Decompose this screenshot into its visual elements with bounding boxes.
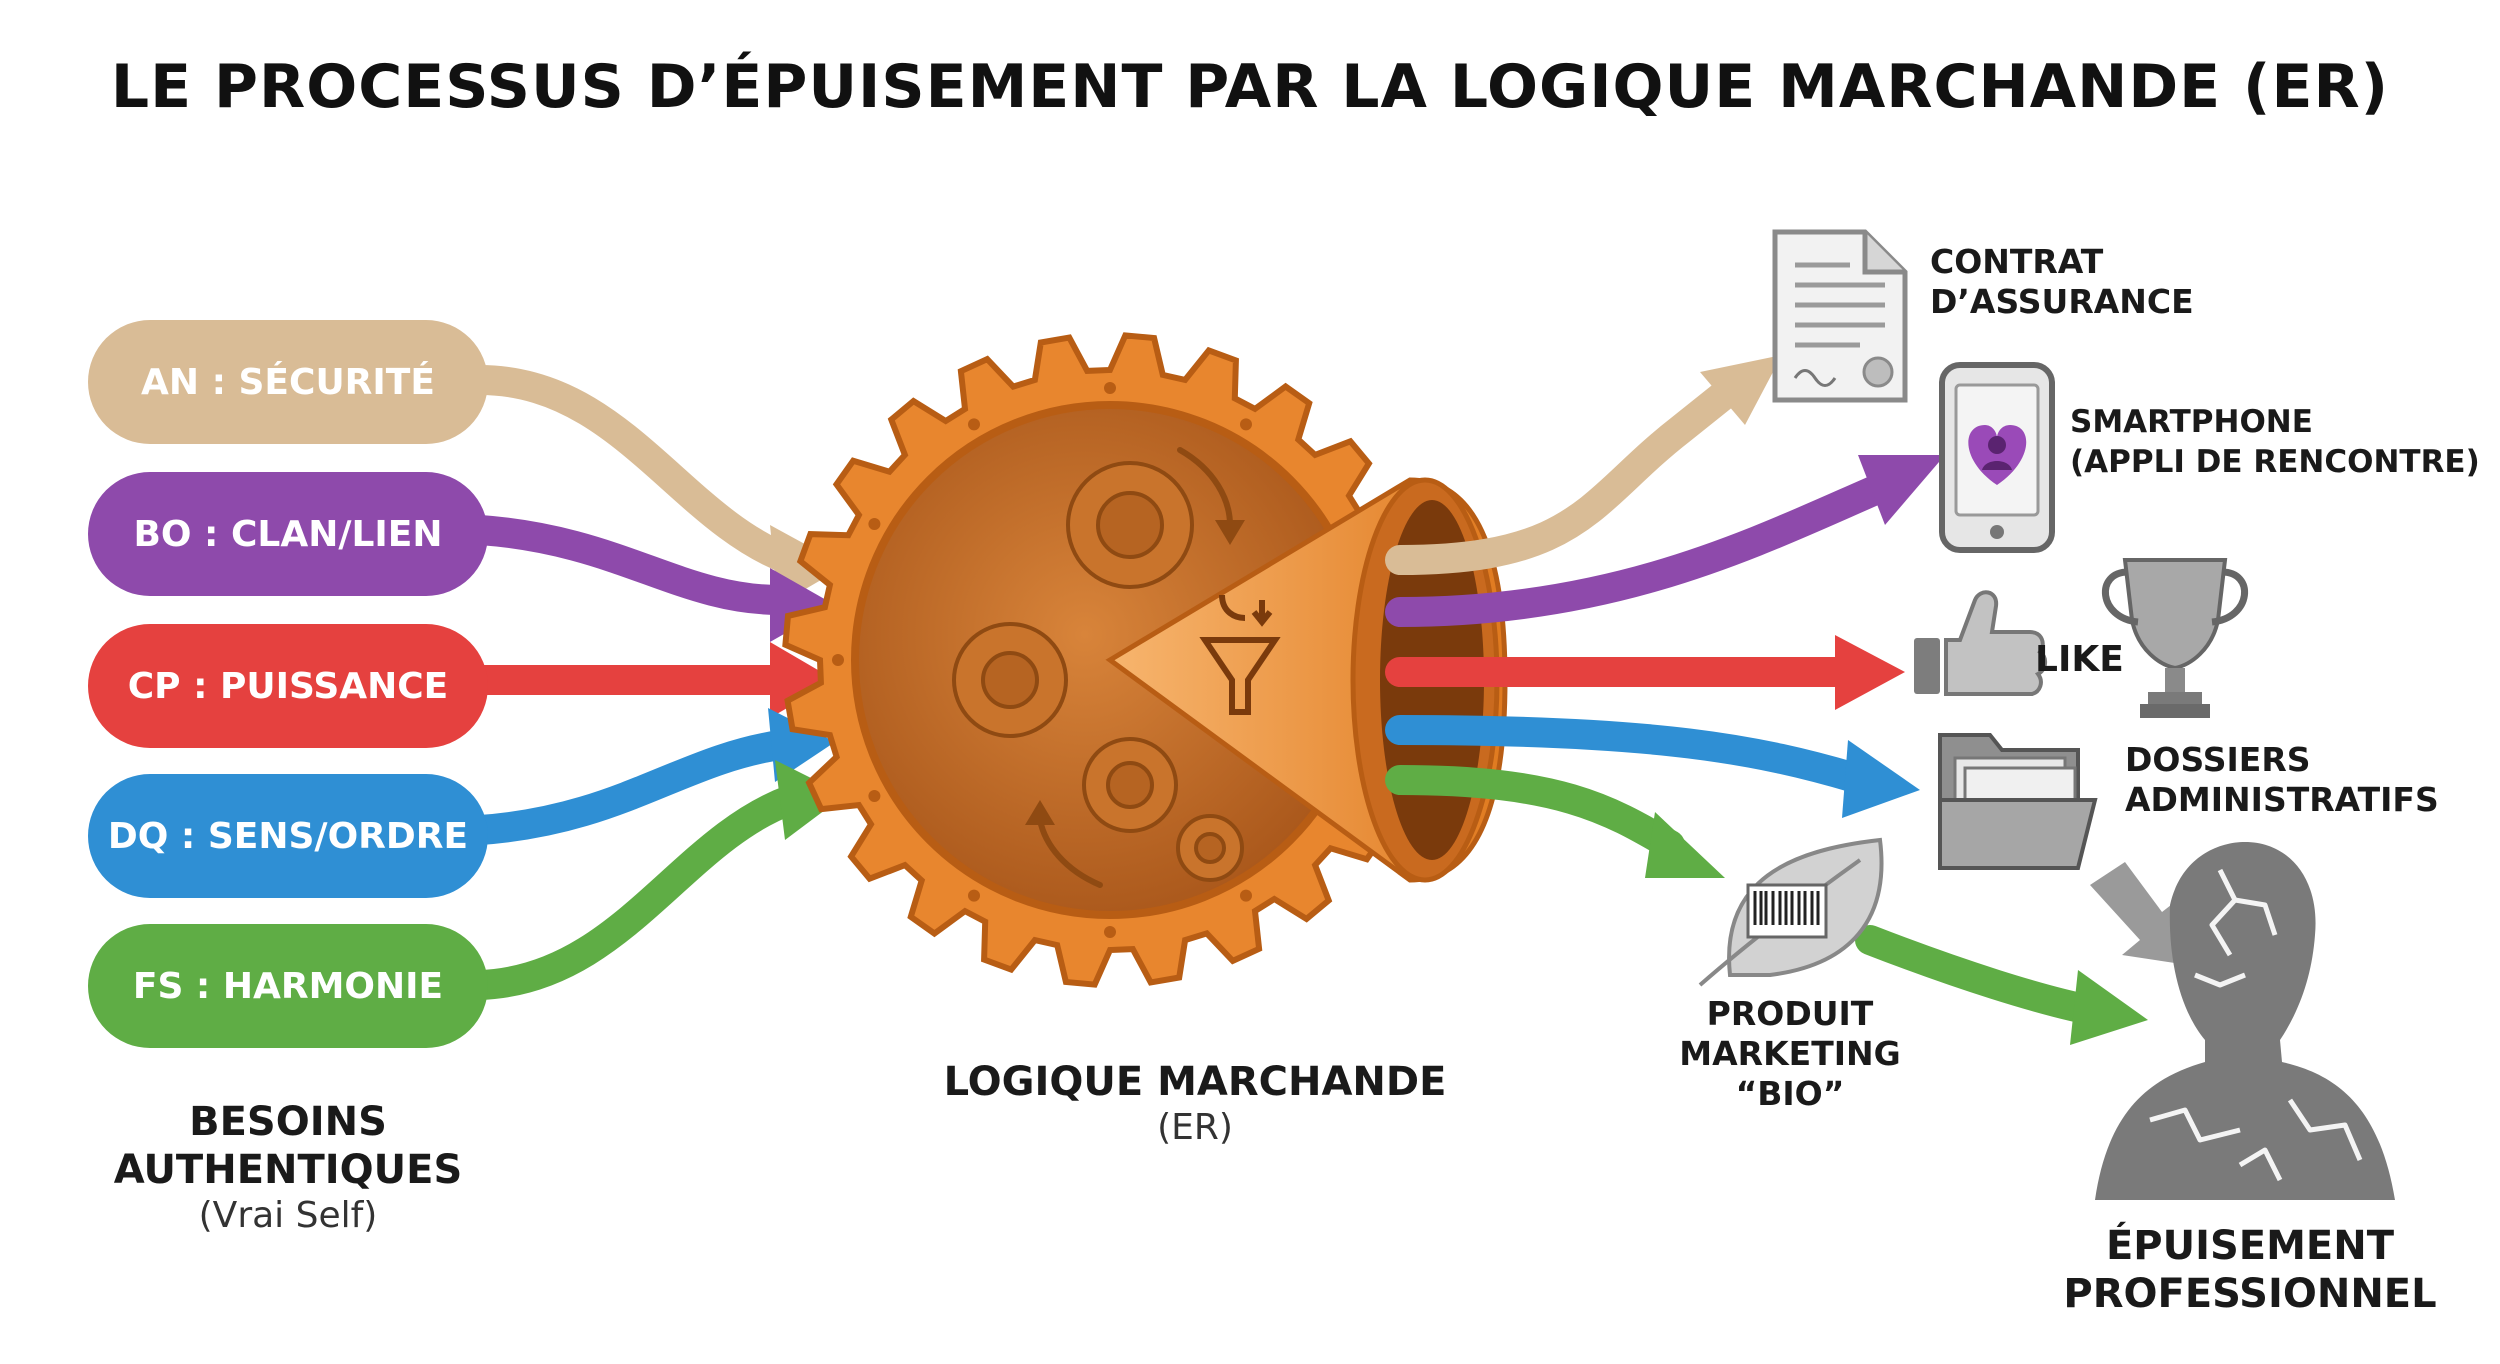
need-label: AN : SÉCURITÉ (141, 362, 435, 403)
input-arrows (480, 380, 845, 985)
out-cp-head (1835, 635, 1905, 710)
need-pill-cp: CP : PUISSANCE (88, 624, 488, 748)
need-label: BO : CLAN/LIEN (133, 514, 442, 555)
contract-label: CONTRAT D’ASSURANCE (1930, 242, 2194, 322)
need-pill-an: AN : SÉCURITÉ (88, 320, 488, 444)
thumbs-up-icon (1914, 592, 2045, 694)
gear-screw (1240, 890, 1252, 902)
gear-screw (1104, 926, 1116, 938)
product-line2: MARKETING (1660, 1034, 1920, 1074)
left-caption-line1: BESOINS (88, 1098, 488, 1146)
center-caption-line2: (ER) (880, 1106, 1510, 1150)
gear-screw (968, 418, 980, 430)
out-fs-head (1645, 812, 1725, 878)
need-label: CP : PUISSANCE (128, 666, 449, 707)
smartphone-line2: (APPLI DE RENCONTRE) (2070, 442, 2480, 482)
product-line3: “BIO” (1660, 1074, 1920, 1114)
out-fs-2-head (2070, 970, 2148, 1045)
smartphone-line1: SMARTPHONE (2070, 402, 2480, 442)
like-text: LIKE (2035, 640, 2124, 680)
out-dq-head (1842, 740, 1920, 818)
gear-screw (968, 890, 980, 902)
need-label: DQ : SENS/ORDRE (108, 816, 468, 857)
trophy-icon (2105, 560, 2244, 718)
need-pill-bo: BO : CLAN/LIEN (88, 472, 488, 596)
product-line1: PRODUIT (1660, 994, 1920, 1034)
gear-screw (1240, 418, 1252, 430)
center-caption-line1: LOGIQUE MARCHANDE (880, 1058, 1510, 1106)
folders-line1: DOSSIERS (2125, 740, 2439, 780)
gear-screw (868, 518, 880, 530)
contract-line1: CONTRAT (1930, 242, 2194, 282)
need-pill-fs: FS : HARMONIE (88, 924, 488, 1048)
contract-line2: D’ASSURANCE (1930, 282, 2194, 322)
smartphone-label: SMARTPHONE (APPLI DE RENCONTRE) (2070, 402, 2480, 482)
like-label: LIKE (2035, 640, 2124, 680)
need-label: FS : HARMONIE (133, 966, 443, 1007)
folders-label: DOSSIERS ADMINISTRATIFS (2125, 740, 2439, 820)
gear-screw (1104, 382, 1116, 394)
left-caption-line2: AUTHENTIQUES (88, 1146, 488, 1194)
left-caption-line3: (Vrai Self) (88, 1194, 488, 1238)
gear-screw (832, 654, 844, 666)
need-pill-dq: DQ : SENS/ORDRE (88, 774, 488, 898)
leaf-barcode-icon (1700, 840, 1882, 985)
center-caption: LOGIQUE MARCHANDE (ER) (880, 1058, 1510, 1150)
burnout-line1: ÉPUISEMENT (2030, 1222, 2470, 1270)
document-icon (1775, 232, 1905, 400)
smartphone-icon (1942, 365, 2052, 550)
left-caption: BESOINS AUTHENTIQUES (Vrai Self) (88, 1098, 488, 1238)
burnout-caption: ÉPUISEMENT PROFESSIONNEL (2030, 1222, 2470, 1318)
burnout-line2: PROFESSIONNEL (2030, 1270, 2470, 1318)
product-label: PRODUIT MARKETING “BIO” (1660, 994, 1920, 1114)
folder-icon (1940, 735, 2095, 868)
folders-line2: ADMINISTRATIFS (2125, 780, 2439, 820)
gear-screw (868, 790, 880, 802)
